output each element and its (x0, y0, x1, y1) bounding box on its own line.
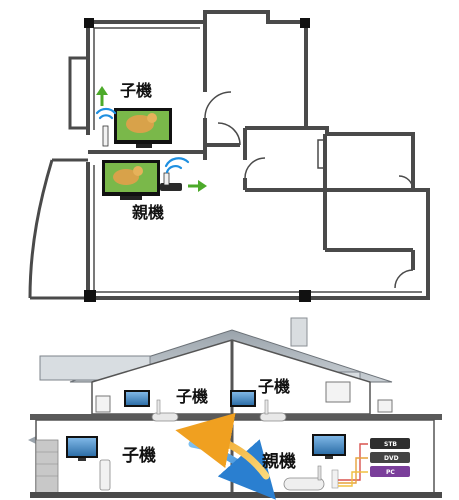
floor-plan (28, 10, 430, 302)
source-devices: STB DVD PC (370, 438, 410, 477)
child-tv-upper-left (124, 390, 150, 407)
right-arrow-icon (188, 180, 207, 192)
child-label-floorplan: 子機 (120, 81, 152, 100)
parent-label-floorplan: 親機 (132, 203, 164, 222)
stb-device (370, 438, 410, 449)
dvd-label: DVD (384, 455, 399, 462)
transmission-arrows (175, 412, 276, 500)
floor-plan-pillars (84, 18, 311, 302)
av-cables (338, 443, 368, 487)
parent-label: 親機 (262, 451, 296, 472)
child-label-upper-right: 子機 (258, 377, 290, 396)
floor-plan-walls (28, 10, 430, 300)
parent-transmitter-floorplan (160, 172, 182, 191)
child-receiver-lower-left (99, 459, 111, 491)
wifi-icon (95, 107, 117, 120)
pc-label: PC (386, 469, 395, 476)
parent-tv-floorplan (102, 160, 160, 200)
dvd-device (370, 452, 410, 463)
up-arrow-icon (96, 86, 108, 106)
child-tv-upper-right (230, 390, 256, 407)
parent-transmitter-lower-right (283, 465, 339, 491)
child-receiver-floorplan (102, 125, 109, 147)
child-tv-lower-left (66, 436, 98, 461)
parent-tv-lower-right (312, 434, 346, 459)
stb-label: STB (384, 441, 397, 448)
child-label-lower: 子機 (122, 445, 156, 466)
child-tv-floorplan (114, 108, 172, 148)
wifi-icon (164, 157, 190, 174)
child-receiver-upper-right (259, 399, 287, 422)
child-label-upper-left: 子機 (176, 387, 208, 406)
pc-device (370, 466, 410, 477)
